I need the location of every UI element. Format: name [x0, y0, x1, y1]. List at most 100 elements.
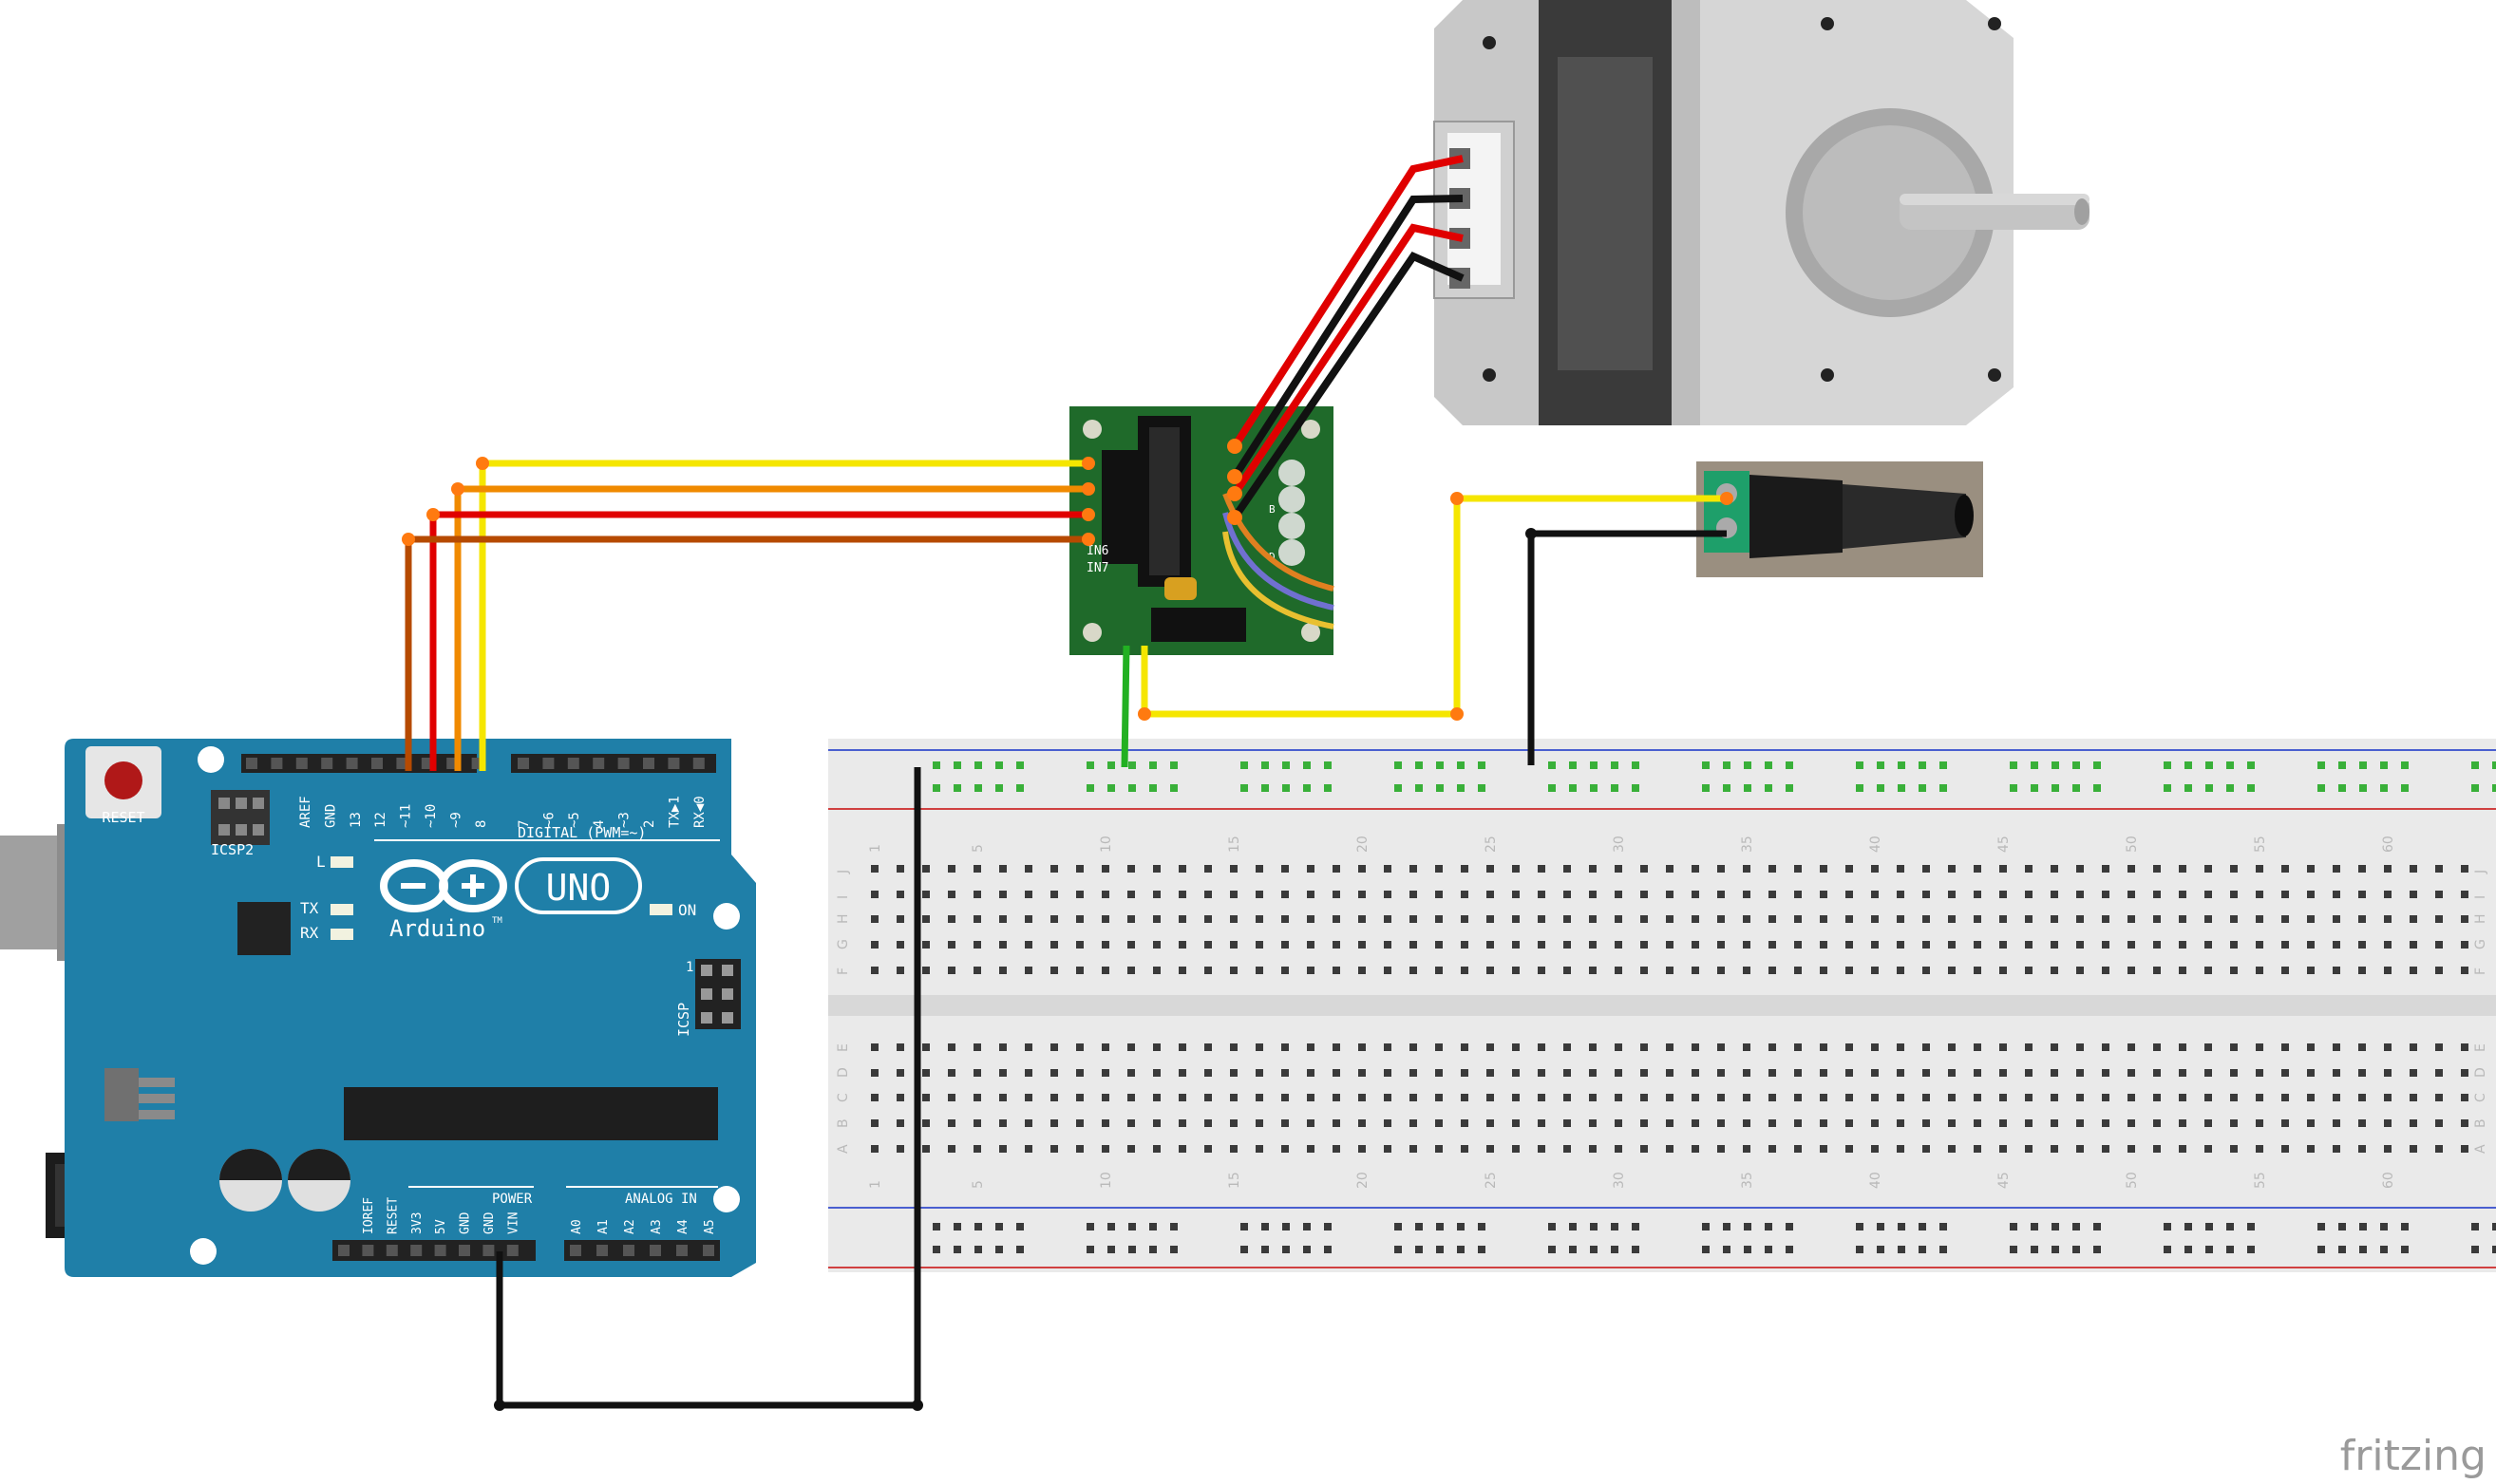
- breadboard-hole: [2256, 891, 2263, 898]
- wire-motor-red-2: [1231, 223, 1464, 497]
- breadboard-hole: [1204, 891, 1212, 898]
- breadboard-hole: [1025, 865, 1032, 873]
- breadboard-hole: [1107, 784, 1115, 792]
- breadboard-hole: [2358, 967, 2366, 974]
- row-letter: E: [836, 1043, 851, 1052]
- breadboard-hole: [2153, 865, 2161, 873]
- breadboard-hole: [1409, 865, 1417, 873]
- breadboard-hole: [1692, 1043, 1699, 1051]
- breadboard-hole: [1794, 967, 1802, 974]
- breadboard-hole: [2102, 865, 2109, 873]
- breadboard-hole: [2164, 1223, 2171, 1230]
- breadboard-hole: [1016, 761, 1024, 769]
- breadboard-hole: [2052, 1246, 2059, 1253]
- breadboard-hole: [1307, 1043, 1314, 1051]
- atmega-chip: [344, 1087, 718, 1140]
- breadboard-hole: [1563, 1043, 1571, 1051]
- breadboard-hole: [1102, 865, 1109, 873]
- breadboard-hole: [933, 761, 940, 769]
- breadboard-hole: [1384, 891, 1391, 898]
- breadboard-center-channel: [828, 995, 2496, 1016]
- breadboard-hole: [1897, 915, 1904, 923]
- breadboard-hole: [1897, 1145, 1904, 1153]
- breadboard-hole: [995, 1246, 1003, 1253]
- breadboard-hole: [1563, 865, 1571, 873]
- breadboard-hole: [1409, 967, 1417, 974]
- breadboard-hole: [1307, 865, 1314, 873]
- breadboard-hole: [2179, 941, 2186, 949]
- breadboard-hole: [1640, 1145, 1648, 1153]
- header-pin: [362, 1245, 374, 1256]
- breadboard-hole: [1435, 891, 1443, 898]
- breadboard-hole: [1153, 1094, 1161, 1101]
- breadboard-hole: [2338, 761, 2346, 769]
- mount-hole: [198, 746, 224, 773]
- breadboard-hole: [2230, 967, 2238, 974]
- breadboard-hole: [1538, 1094, 1545, 1101]
- breadboard-hole: [1919, 1223, 1926, 1230]
- breadboard-hole: [1457, 1223, 1465, 1230]
- header-pin: [623, 1245, 634, 1256]
- breadboard-hole: [1692, 915, 1699, 923]
- breadboard-hole: [1127, 967, 1135, 974]
- breadboard-hole: [2204, 1119, 2212, 1127]
- breadboard-hole: [1333, 941, 1340, 949]
- breadboard-hole: [1845, 1094, 1853, 1101]
- breadboard-hole: [2333, 941, 2340, 949]
- breadboard-hole: [1486, 1094, 1494, 1101]
- arduino-pcb: [65, 739, 756, 1277]
- breadboard-hole: [2179, 1043, 2186, 1051]
- breadboard-hole: [999, 891, 1007, 898]
- breadboard-hole: [1897, 1119, 1904, 1127]
- column-number: 5: [971, 844, 986, 853]
- breadboard-hole: [1303, 1223, 1311, 1230]
- breadboard-hole: [1461, 1043, 1468, 1051]
- breadboard-hole: [1723, 1223, 1730, 1230]
- breadboard-hole: [1948, 1119, 1956, 1127]
- breadboard-hole: [2076, 1043, 2084, 1051]
- wire-red-pin10-in2: [429, 511, 1088, 771]
- breadboard-hole: [1897, 865, 1904, 873]
- breadboard-hole: [2333, 1119, 2340, 1127]
- breadboard-hole: [1179, 1145, 1186, 1153]
- breadboard-hole: [1415, 1246, 1423, 1253]
- breadboard-hole: [1897, 1043, 1904, 1051]
- digital-label: DIGITAL (PWM=~): [518, 824, 646, 841]
- breadboard-hole: [1922, 865, 1930, 873]
- breadboard-hole: [2281, 915, 2289, 923]
- breadboard-hole: [1768, 865, 1776, 873]
- breadboard-hole: [2338, 1223, 2346, 1230]
- breadboard-hole: [2204, 967, 2212, 974]
- breadboard-hole: [1478, 1246, 1485, 1253]
- breadboard-hole: [871, 1069, 879, 1077]
- breadboard-hole: [974, 865, 981, 873]
- breadboard-hole: [2461, 891, 2468, 898]
- breadboard-hole: [1179, 1094, 1186, 1101]
- digital-pin-label: TX▶1: [667, 796, 682, 828]
- breadboard-hole: [2025, 1043, 2033, 1051]
- breadboard-hole: [1820, 1094, 1827, 1101]
- breadboard-hole: [1702, 1223, 1710, 1230]
- column-number: 15: [1227, 1172, 1242, 1189]
- breadboard-hole: [1436, 1246, 1444, 1253]
- breadboard-hole: [2256, 1069, 2263, 1077]
- breadboard-hole: [1127, 1043, 1135, 1051]
- breadboard-hole: [2247, 784, 2255, 792]
- breadboard-hole: [974, 915, 981, 923]
- breadboard-hole: [1127, 941, 1135, 949]
- breadboard-hole: [1922, 891, 1930, 898]
- breadboard-hole: [1303, 761, 1311, 769]
- breadboard-hole: [2093, 761, 2101, 769]
- breadboard-hole: [954, 1223, 961, 1230]
- breadboard-hole: [1281, 915, 1289, 923]
- breadboard-hole: [948, 1145, 955, 1153]
- breadboard-hole: [948, 967, 955, 974]
- breadboard-hole: [2256, 915, 2263, 923]
- breadboard-hole: [1128, 1223, 1136, 1230]
- breadboard-hole: [1435, 1043, 1443, 1051]
- breadboard-hole: [2153, 1069, 2161, 1077]
- breadboard-hole: [1611, 1246, 1618, 1253]
- row-letter: D: [836, 1067, 851, 1078]
- breadboard-hole: [2471, 1246, 2479, 1253]
